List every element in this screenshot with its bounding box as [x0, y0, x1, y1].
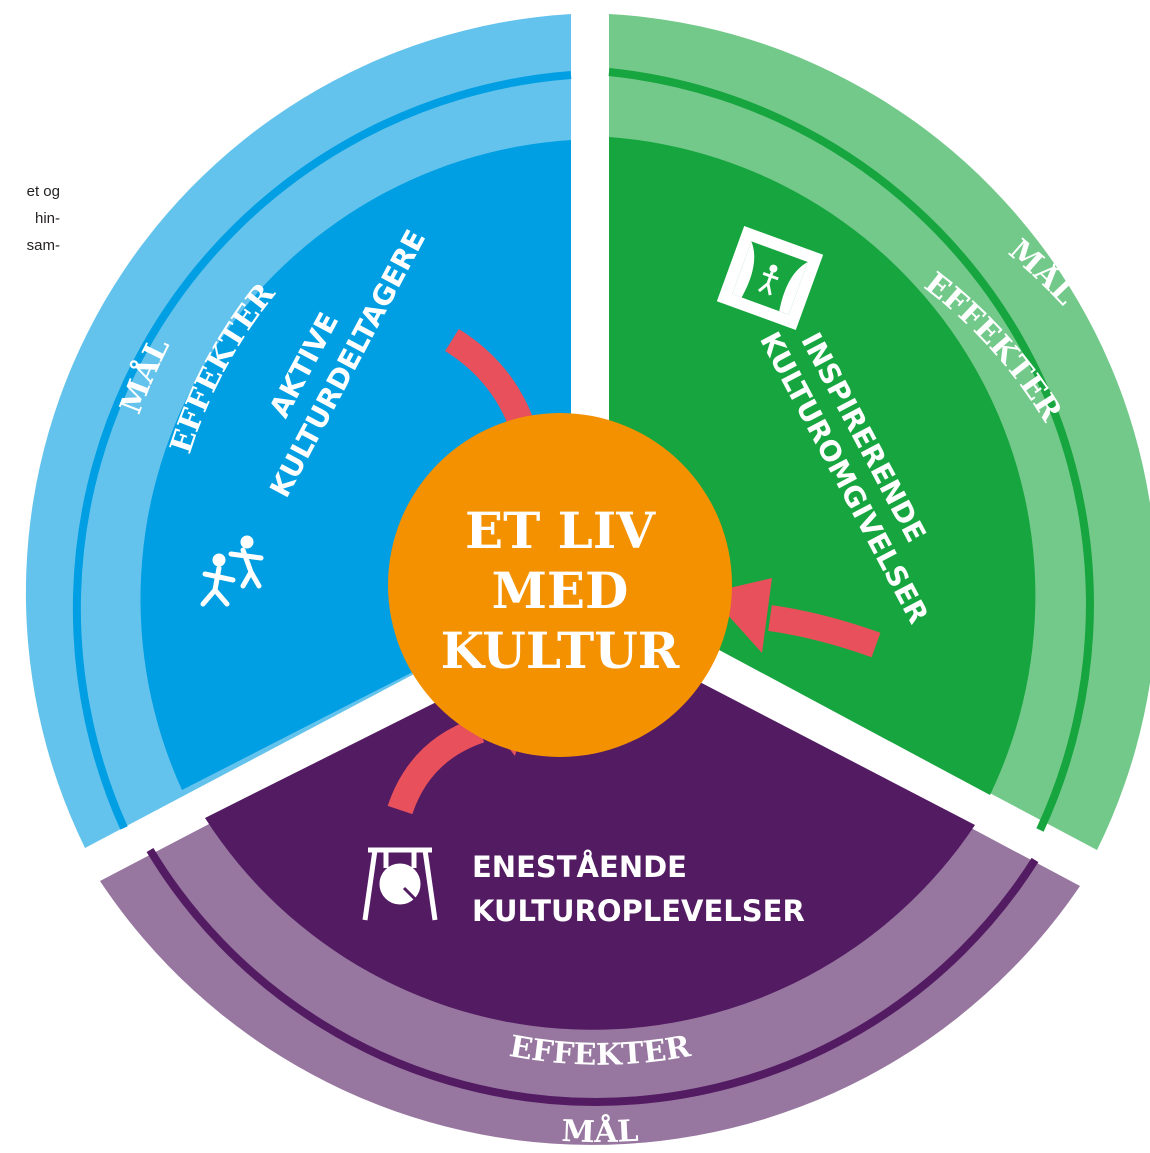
side-text-line-1: et og [26, 183, 60, 200]
center-line-1: ET LIV [465, 501, 656, 560]
center-disc: ET LIV MED KULTUR [388, 413, 732, 757]
people-dancing-icon [200, 535, 264, 607]
arrow-from-aktive [444, 328, 533, 426]
stage-performer-icon [716, 226, 824, 330]
side-text-line-3: sam- [26, 237, 60, 254]
green-divider-line [608, 68, 1094, 832]
segment-enestaaende [100, 625, 1080, 1145]
arrow-from-inspirerende [768, 605, 881, 658]
blue-divider-line [72, 71, 572, 830]
enestaaende-title-line-1: ENESTÅENDE [472, 850, 687, 884]
purple-divider-line [146, 847, 1039, 1106]
purple-maal-label: MÅL [561, 1114, 639, 1150]
center-line-3: KULTUR [441, 621, 680, 680]
center-circle [388, 413, 732, 757]
side-text-line-2: hin- [34, 210, 60, 227]
enestaaende-title-line-2: KULTUROPLEVELSER [472, 894, 805, 928]
enestaaende-title: ENESTÅENDE KULTUROPLEVELSER [472, 850, 805, 928]
center-line-2: MED [492, 561, 629, 620]
purple-inner-area [205, 625, 975, 1030]
arrow-from-enestaaende [387, 717, 485, 815]
gong-icon [362, 847, 438, 921]
cropped-side-text: et og hin- sam- [0, 178, 60, 259]
purple-maal-text: MÅL [561, 1114, 639, 1150]
